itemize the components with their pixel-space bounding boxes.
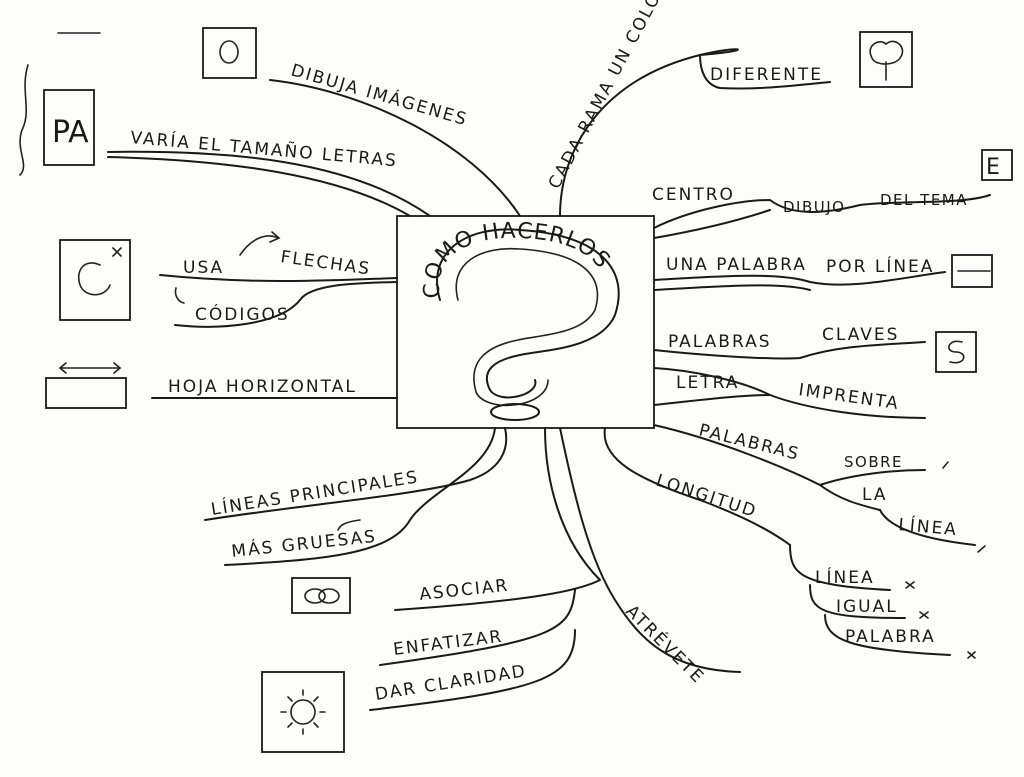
label-palabras: PALABRAS xyxy=(668,332,772,352)
label-longitud: LONGITUD xyxy=(653,471,759,522)
label-la: LA xyxy=(862,485,888,505)
label-igual: IGUAL xyxy=(836,597,898,617)
central-title: COMO HACERLOS xyxy=(420,219,616,299)
label-dibuja-imagenes: DIBUJA IMÁGENES xyxy=(289,59,471,131)
branch-palabras-sobre-line xyxy=(653,424,926,486)
branch-una-palabra-line-2 xyxy=(653,284,811,291)
pa-box-icon xyxy=(43,89,95,166)
label-claves: CLAVES xyxy=(822,325,899,345)
face-icon xyxy=(202,27,257,79)
label-imprenta: IMPRENTA xyxy=(797,380,901,414)
label-hoja-horizontal: HOJA HORIZONTAL xyxy=(168,377,357,397)
branch-igual-line xyxy=(809,584,906,619)
label-palabras-sobre: PALABRAS xyxy=(697,420,802,464)
question-dot xyxy=(490,403,540,421)
branch-centro-line-2 xyxy=(653,209,771,239)
x-mark-icon xyxy=(967,651,976,659)
x-mark-icon xyxy=(919,611,929,619)
branch-letra-line-2 xyxy=(653,394,771,406)
branch-dibuja-line xyxy=(269,79,521,217)
label-atrevete: ATRÉVETE xyxy=(621,600,709,688)
question-mark-icon xyxy=(436,228,620,421)
line-box-icon xyxy=(951,254,993,288)
label-diferente: DIFERENTE xyxy=(710,65,823,85)
label-mas-gruesas: MÁS GRUESAS xyxy=(230,525,378,562)
pa-box-label: PA xyxy=(52,115,89,150)
signature-icon xyxy=(19,64,29,176)
label-dar-claridad: DAR CLARIDAD xyxy=(374,661,529,705)
branch-varia-line xyxy=(107,150,431,217)
label-sobre: SOBRE xyxy=(844,453,903,471)
letter-box-label: E xyxy=(986,155,1000,180)
small-arrow-icon xyxy=(174,287,185,304)
label-usa: USA xyxy=(183,258,224,278)
label-palabra: PALABRA xyxy=(845,627,936,647)
sun-icon xyxy=(261,671,345,753)
branch-cada-rama-line xyxy=(559,48,739,217)
branch-una-palabra-line xyxy=(653,271,946,286)
branch-asociar-line xyxy=(394,427,601,611)
branch-enfatizar-line xyxy=(379,589,576,666)
label-linea-igual: LÍNEA xyxy=(815,566,875,588)
branch-centro-line xyxy=(653,194,991,229)
branch-linea-igual-line xyxy=(789,544,891,591)
label-lineas-principales: LÍNEAS PRINCIPALES xyxy=(209,465,420,520)
label-del-tema: DEL TEMA xyxy=(880,191,968,209)
branch-diferente-line xyxy=(699,54,831,90)
branch-atrevete-line xyxy=(559,427,741,673)
branch-gruesas-line xyxy=(224,427,496,566)
label-por-linea: POR LÍNEA xyxy=(826,255,934,277)
label-varia-tamano: VARÍA EL TAMAÑO LETRAS xyxy=(130,126,399,171)
branch-varia-line-2 xyxy=(107,156,411,217)
label-cada-rama: CADA RAMA UN COLOR xyxy=(545,0,672,192)
label-flechas: FLECHAS xyxy=(279,247,372,279)
branch-claridad-line xyxy=(369,629,576,711)
arrow-icon xyxy=(239,235,279,256)
label-centro: CENTRO xyxy=(652,185,735,205)
horizontal-sheet-icon xyxy=(45,377,127,409)
curved-arrow-icon xyxy=(337,519,361,531)
label-letra: LETRA xyxy=(676,373,739,393)
label-una-palabra: UNA PALABRA xyxy=(666,255,807,275)
x-mark-icon xyxy=(905,581,915,589)
arrowhead-icon xyxy=(269,231,281,243)
tree-icon xyxy=(859,31,913,88)
branch-palabra-line xyxy=(824,614,951,656)
branch-longitud-line xyxy=(603,427,791,546)
branch-palabras-claves-line xyxy=(653,341,926,360)
tick-mark-icon xyxy=(942,461,949,469)
branch-codigos-line xyxy=(174,281,398,328)
branch-lineas-line xyxy=(204,427,508,521)
scribble-icon xyxy=(935,331,977,373)
branch-usa-line xyxy=(159,274,398,283)
branch-la-linea-line xyxy=(819,484,976,546)
label-codigos: CÓDIGOS xyxy=(195,303,290,325)
tick-mark-icon xyxy=(977,545,986,553)
label-dibujo: DIBUJO xyxy=(783,198,845,216)
label-linea-sobre: LÍNEA xyxy=(898,513,959,540)
central-image-frame xyxy=(396,215,655,429)
letter-box-icon xyxy=(981,149,1013,181)
chain-link-icon xyxy=(291,577,351,614)
refresh-icon xyxy=(59,239,131,321)
